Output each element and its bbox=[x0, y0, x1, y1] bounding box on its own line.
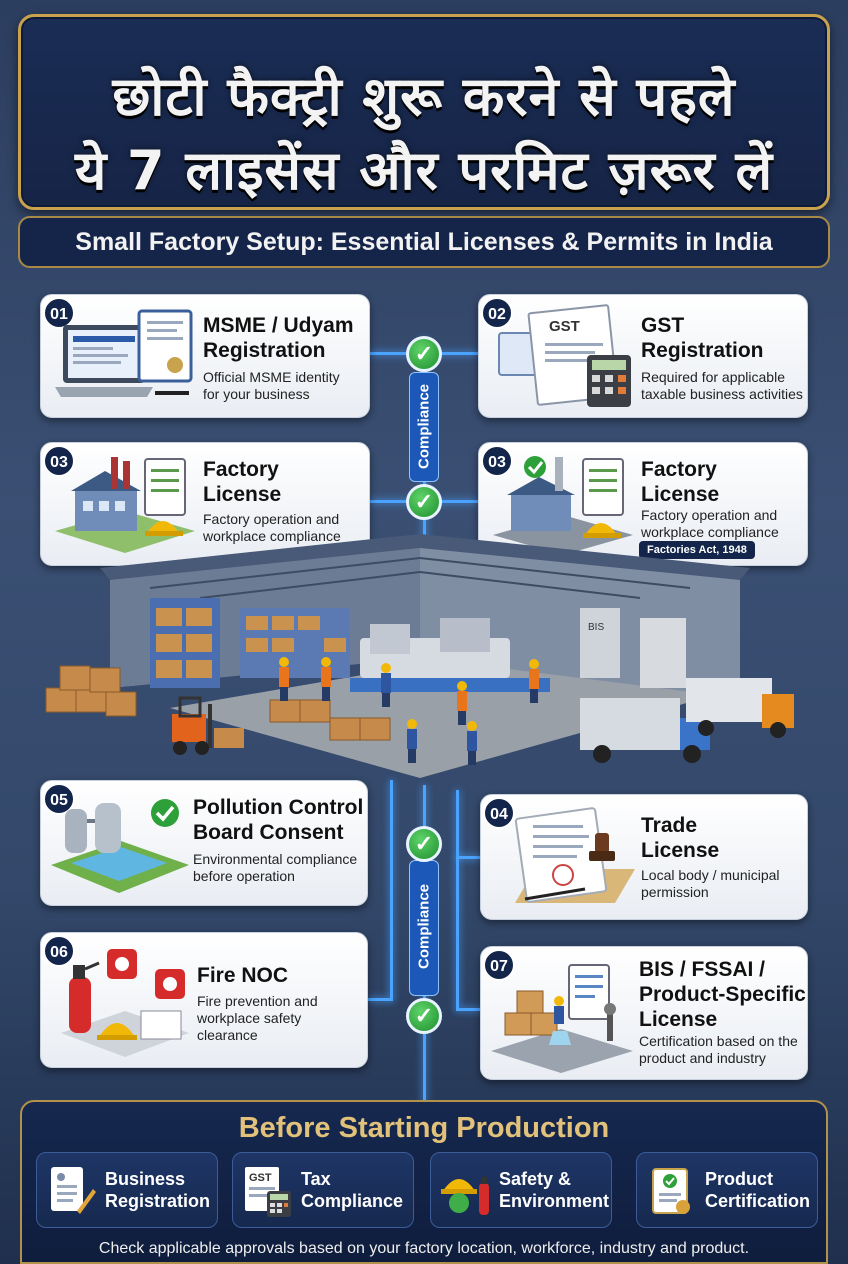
card-description: Local body / municipal permission bbox=[641, 867, 780, 900]
card-factory-license: 03 Factory License Factory operation and… bbox=[40, 442, 370, 566]
card-trade-license: 04 Trade License Local body / municipal … bbox=[480, 794, 808, 920]
card-bis-fssai-license: 07 BIS / FSSAI / Product-Specific Licens… bbox=[480, 946, 808, 1080]
factories-act-badge: Factories Act, 1948 bbox=[639, 541, 755, 559]
check-icon: ✓ bbox=[406, 826, 442, 862]
card-number: 03 bbox=[481, 445, 513, 477]
laptop-certificate-icon bbox=[55, 309, 193, 397]
connector-line bbox=[456, 1008, 482, 1011]
card-description: Certification based on the product and i… bbox=[639, 1033, 798, 1066]
product-certification-icon bbox=[491, 964, 633, 1073]
card-pollution-control: 05 Pollution Control Board Consent Envir… bbox=[40, 780, 368, 906]
card-description: Factory operation and workplace complian… bbox=[203, 511, 341, 544]
footnote: Check applicable approvals based on your… bbox=[98, 1240, 750, 1257]
card-description: Fire prevention and workplace safety cle… bbox=[197, 993, 318, 1043]
card-description: Factory operation and workplace complian… bbox=[641, 507, 779, 540]
card-number: 06 bbox=[43, 935, 75, 967]
card-title: GST Registration bbox=[641, 314, 764, 362]
tile-label: Safety & Environment bbox=[499, 1169, 610, 1211]
card-description: Environmental compliance before operatio… bbox=[193, 851, 358, 884]
connector-line bbox=[390, 780, 393, 1000]
card-title: MSME / Udyam Registration bbox=[203, 314, 354, 362]
card-number: 02 bbox=[481, 297, 513, 329]
compliance-pill bbox=[409, 372, 439, 482]
card-number: 05 bbox=[43, 783, 75, 815]
license-stamp-icon bbox=[514, 807, 635, 903]
bis-panel-label: BIS bbox=[588, 622, 604, 633]
gst-form-label: GST bbox=[549, 318, 580, 335]
check-icon: ✓ bbox=[406, 484, 442, 520]
hero-banner: छोटी फैक्ट्री शुरू करने से पहले ये 7 लाइ… bbox=[18, 14, 830, 210]
card-title: Factory License bbox=[641, 458, 720, 506]
tile-product-certification: Product Certification bbox=[636, 1152, 818, 1228]
subtitle-banner: Small Factory Setup: Essential Licenses … bbox=[18, 216, 830, 268]
card-title: Trade License bbox=[641, 814, 720, 862]
connector-line bbox=[456, 790, 459, 1010]
card-number: 01 bbox=[43, 297, 75, 329]
card-gst-registration: 02 GST GST Registration Required for app… bbox=[478, 294, 808, 418]
water-treatment-icon bbox=[51, 799, 189, 893]
card-description: Required for applicable taxable business… bbox=[641, 369, 803, 402]
card-description: Official MSME identity for your business bbox=[203, 369, 340, 402]
compliance-label: Compliance bbox=[415, 883, 433, 970]
check-icon: ✓ bbox=[406, 998, 442, 1034]
gst-icon-label: GST bbox=[249, 1172, 272, 1184]
card-title: Pollution Control Board Consent bbox=[193, 796, 364, 844]
hindi-title-line1: छोटी फैक्ट्री शुरू करने से पहले bbox=[112, 65, 736, 128]
certificate-icon bbox=[652, 1168, 690, 1214]
tile-business-registration: Business Registration bbox=[36, 1152, 218, 1228]
tile-tax-compliance: GST Tax Compliance bbox=[232, 1152, 414, 1228]
panel-title: Before Starting Production bbox=[238, 1112, 610, 1144]
card-title: BIS / FSSAI / Product-Specific License bbox=[639, 958, 806, 1031]
tile-label: Business Registration bbox=[105, 1169, 211, 1211]
factory-warehouse-illustration: BIS bbox=[45, 534, 794, 778]
gst-form-calculator-icon: GST bbox=[498, 304, 631, 407]
card-number: 07 bbox=[483, 949, 515, 981]
document-pen-icon bbox=[51, 1167, 96, 1214]
card-msme-registration: 01 MSME / Udyam Registration Official MS… bbox=[40, 294, 370, 418]
hindi-title-line2: ये 7 लाइसेंस और परमिट ज़रूर लें bbox=[74, 139, 774, 202]
fire-safety-icon bbox=[61, 949, 189, 1057]
before-production-panel: Before Starting Production Business Regi… bbox=[20, 1100, 828, 1264]
connector-line bbox=[456, 856, 482, 859]
compliance-pill bbox=[409, 860, 439, 996]
card-factory-license-act: 03 Factory License Factory operation and… bbox=[478, 442, 808, 566]
tile-label: Tax Compliance bbox=[301, 1169, 404, 1211]
check-icon: ✓ bbox=[406, 336, 442, 372]
card-number: 04 bbox=[483, 797, 515, 829]
card-title: Fire NOC bbox=[197, 964, 289, 987]
hardhat-extinguisher-icon bbox=[441, 1177, 489, 1215]
factory-building-icon bbox=[55, 457, 195, 553]
compliance-label: Compliance bbox=[415, 383, 433, 470]
card-number: 03 bbox=[43, 445, 75, 477]
connector-line bbox=[368, 998, 393, 1001]
factory-checklist-icon bbox=[493, 456, 633, 555]
tile-label: Product Certification bbox=[705, 1169, 811, 1211]
card-title: Factory License bbox=[203, 458, 282, 506]
card-fire-noc: 06 Fire NOC Fire prevention and workplac… bbox=[40, 932, 368, 1068]
tile-safety-environment: Safety & Environment bbox=[430, 1152, 612, 1228]
gst-calculator-icon: GST bbox=[245, 1167, 291, 1217]
